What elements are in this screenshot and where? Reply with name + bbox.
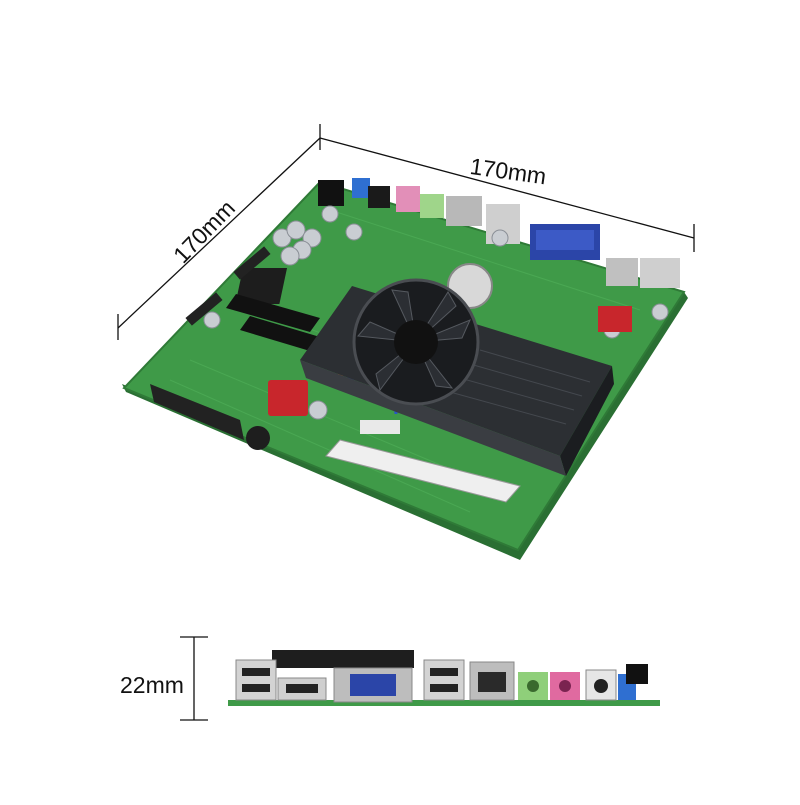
height-dimension-label: 22mm	[120, 672, 184, 698]
motherboard-side-view	[228, 650, 660, 706]
cpu-fan	[352, 278, 480, 406]
dimension-line-depth	[117, 137, 321, 340]
usb-port	[235, 659, 277, 701]
pin-headers	[150, 246, 271, 440]
sata-ports	[268, 306, 632, 416]
memory-slots	[226, 294, 330, 354]
usb-port-2	[423, 659, 465, 701]
so-dimm-slot	[325, 439, 521, 503]
buzzer	[246, 426, 270, 450]
rear-io-top	[318, 178, 680, 288]
dimension-line-height	[180, 636, 208, 721]
dimension-line-width	[319, 124, 695, 252]
motherboard-top-view	[122, 178, 688, 560]
